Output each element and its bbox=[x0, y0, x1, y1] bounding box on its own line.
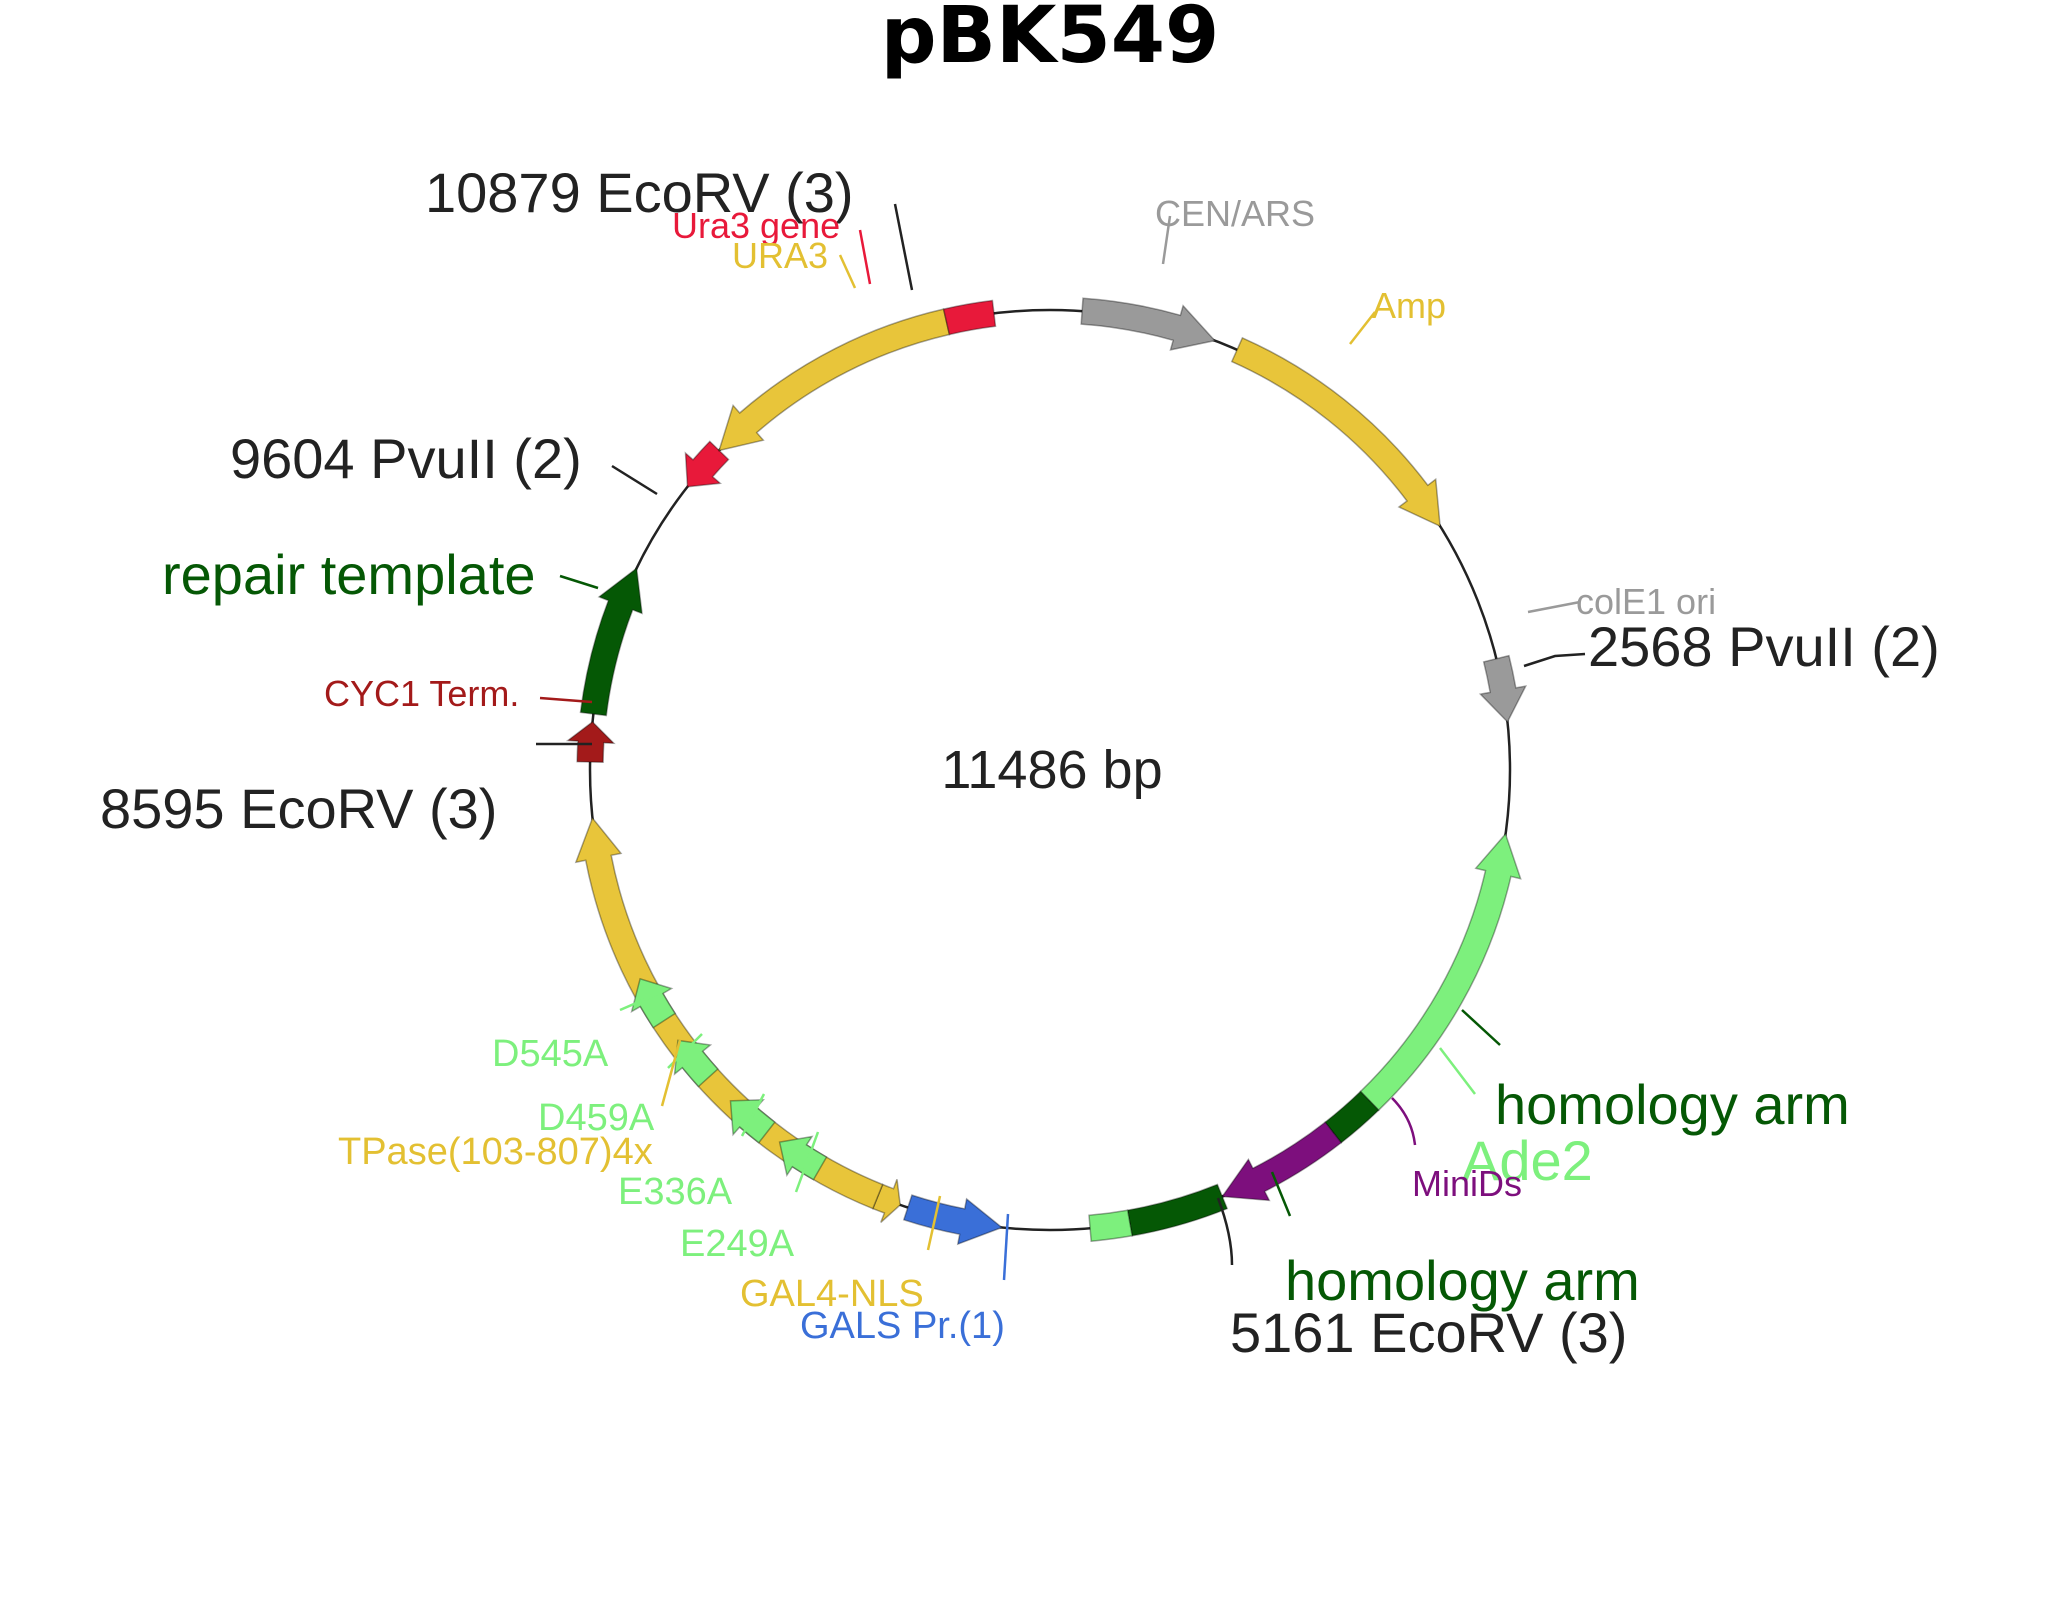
feature-label-ade2: Ade2 bbox=[1462, 1129, 1593, 1192]
site-label-ecorv-5161: 5161 EcoRV (3) bbox=[1230, 1301, 1627, 1364]
pvuii-2568-tick bbox=[1523, 652, 1586, 668]
site-label-ecorv-8595: 8595 EcoRV (3) bbox=[100, 777, 497, 840]
d545a-leader bbox=[619, 990, 663, 1012]
feature-label-d545a: D545A bbox=[492, 1033, 609, 1075]
plasmid-size-label: 11486 bp bbox=[941, 740, 1162, 800]
ade2-arc-lower bbox=[1088, 1209, 1133, 1243]
repair-template-arc bbox=[579, 566, 643, 717]
cyc1-term-arc bbox=[565, 720, 616, 763]
feature-arcs bbox=[565, 297, 1528, 1246]
restriction-sites bbox=[536, 203, 1586, 1266]
amp-arc bbox=[1230, 336, 1441, 528]
ura3-red-arc bbox=[684, 440, 730, 488]
cole1-ori-arc bbox=[1478, 654, 1528, 724]
tpase-leader bbox=[660, 1039, 682, 1107]
cole1-ori-leader bbox=[1527, 600, 1581, 614]
feature-label-e249a: E249A bbox=[680, 1223, 795, 1265]
gals-pr-leader bbox=[1002, 1213, 1010, 1281]
homology-arm-bottom-leader bbox=[1270, 1171, 1292, 1217]
feature-label-homology-arm-right: homology arm bbox=[1495, 1073, 1850, 1136]
cen-ars-leader bbox=[1161, 215, 1172, 265]
homology-arm-right-leader bbox=[1461, 1009, 1501, 1046]
feature-label-amp: Amp bbox=[1372, 285, 1446, 326]
feature-label-homology-arm-bottom: homology arm bbox=[1285, 1249, 1640, 1312]
ade2-leader bbox=[1439, 1047, 1476, 1095]
gals-pr-arc bbox=[902, 1194, 1004, 1246]
minids-arc bbox=[1220, 1121, 1343, 1202]
cen-ars-arc bbox=[1080, 297, 1217, 351]
d545a-marker bbox=[630, 977, 677, 1029]
gal4-nls-leader bbox=[926, 1195, 942, 1251]
map-title: pBK549 bbox=[881, 0, 1220, 81]
feature-label-minids: MiniDs bbox=[1412, 1163, 1522, 1204]
feature-label-ura3: URA3 bbox=[732, 235, 828, 276]
ura3-gene-leader bbox=[858, 229, 872, 285]
ura3-leader bbox=[838, 254, 857, 289]
ade2-arc-upper bbox=[1359, 832, 1522, 1112]
cyc1-term-leader bbox=[539, 696, 593, 704]
ura3-arc bbox=[717, 308, 951, 452]
ecorv-5161-tick bbox=[1216, 1197, 1234, 1266]
site-label-ecorv-10879: 10879 EcoRV (3) bbox=[425, 161, 854, 224]
feature-label-gal4-nls: GAL4-NLS bbox=[740, 1273, 924, 1315]
plasmid-backbone bbox=[588, 308, 1512, 1232]
feature-label-tpase: TPase(103-807)4x bbox=[338, 1131, 653, 1173]
site-label-pvuii-9604: 9604 PvuII (2) bbox=[230, 427, 582, 490]
feature-label-repair-template: repair template bbox=[162, 543, 536, 606]
feature-leaders bbox=[539, 215, 1581, 1281]
e336a-marker bbox=[729, 1098, 776, 1144]
ura3-gene-red-top bbox=[942, 299, 997, 336]
feature-label-cole1-ori: colE1 ori bbox=[1576, 581, 1716, 622]
feature-label-d459a: D459A bbox=[538, 1097, 655, 1139]
ecorv-10879-tick bbox=[893, 203, 914, 291]
feature-label-cen-ars: CEN/ARS bbox=[1155, 193, 1315, 234]
homology-arm-bottom bbox=[1126, 1183, 1229, 1237]
feature-label-e336a: E336A bbox=[618, 1171, 733, 1213]
feature-label-ura3-gene: Ura3 gene bbox=[672, 205, 840, 246]
repair-template-leader bbox=[559, 574, 599, 590]
pvuii-9604-tick bbox=[611, 464, 658, 496]
e249a-leader bbox=[794, 1131, 820, 1193]
amp-leader bbox=[1349, 311, 1376, 345]
feature-label-gals-pr: GALS Pr.(1) bbox=[800, 1305, 1005, 1347]
feature-label-cyc1-term: CYC1 Term. bbox=[324, 673, 519, 714]
e336a-leader bbox=[740, 1093, 766, 1137]
gal4-nls-arc bbox=[871, 1179, 901, 1223]
minids-leader bbox=[1391, 1097, 1417, 1146]
site-label-pvuii-2568: 2568 PvuII (2) bbox=[1588, 615, 1940, 678]
